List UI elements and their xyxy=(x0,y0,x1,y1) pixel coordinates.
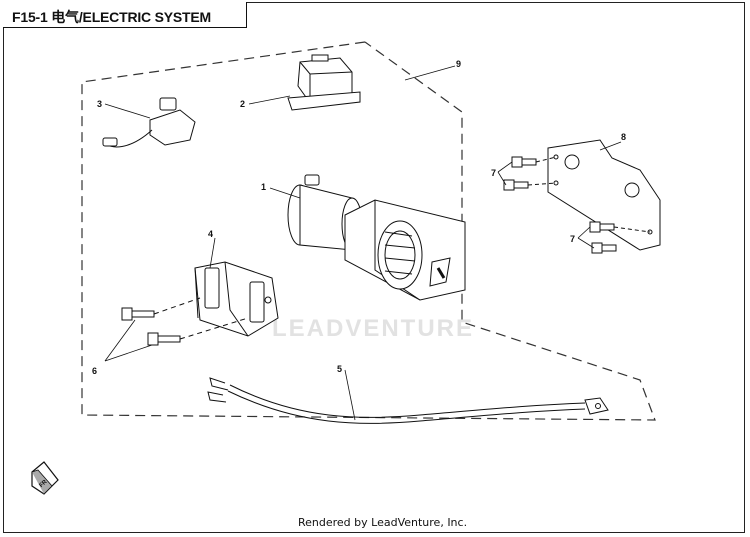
callout-5: 5 xyxy=(337,364,342,374)
part-6-bolts xyxy=(121,297,249,346)
leader-lines xyxy=(104,65,622,421)
part-2-relay xyxy=(287,54,361,111)
front-badge-label: FR xyxy=(39,479,49,489)
footer-credit: Rendered by LeadVenture, Inc. xyxy=(298,516,468,529)
part-4-bracket xyxy=(194,261,279,337)
watermark: LEADVENTURE xyxy=(272,315,474,342)
part-5-cable xyxy=(207,377,609,424)
callout-1: 1 xyxy=(261,182,266,192)
callout-8: 8 xyxy=(621,132,626,142)
callout-9: 9 xyxy=(456,59,461,69)
part-8-plate xyxy=(547,139,661,251)
callout-6: 6 xyxy=(92,366,97,376)
callout-2: 2 xyxy=(240,99,245,109)
callout-7-upper: 7 xyxy=(491,168,496,178)
part-1-winch xyxy=(287,174,466,301)
title-box: F15-1 电气/ELECTRIC SYSTEM xyxy=(3,2,247,28)
callout-3: 3 xyxy=(97,99,102,109)
part-7-bolts xyxy=(503,156,651,254)
callout-4: 4 xyxy=(208,229,213,239)
assembly-boundary xyxy=(81,41,656,421)
front-direction-badge: FR xyxy=(31,461,59,495)
diagram-frame xyxy=(3,2,745,533)
page-title: F15-1 电气/ELECTRIC SYSTEM xyxy=(12,9,212,25)
callout-7-lower: 7 xyxy=(570,234,575,244)
part-3-sensor xyxy=(102,97,196,148)
